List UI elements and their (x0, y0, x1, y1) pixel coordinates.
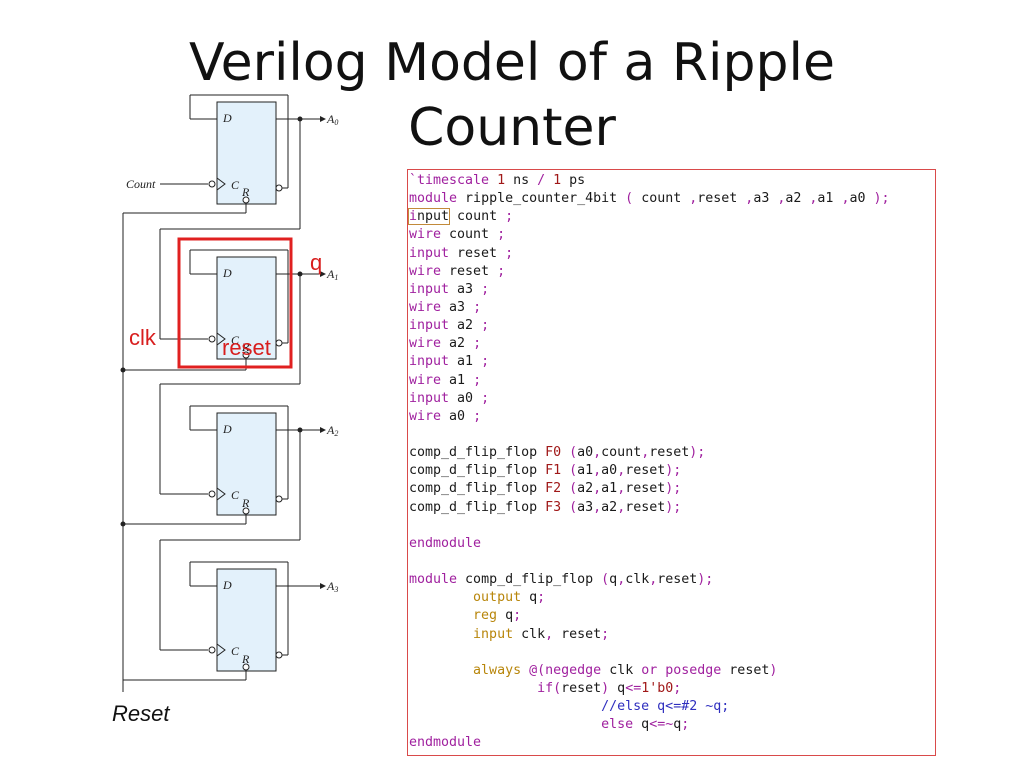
code-line: input count ; (407, 208, 514, 226)
code-line: comp_d_flip_flop F1 (a1,a0,reset); (409, 463, 682, 479)
code-line: input clk, reset; (473, 626, 610, 642)
ff1-d-label: D (222, 266, 232, 280)
ff1-r-label: R (241, 340, 250, 354)
title-line-2: Counter (408, 98, 616, 158)
code-line: endmodule (409, 535, 482, 551)
verilog-code: `timescale 1 ns / 1 ps module ripple_coun… (407, 172, 890, 753)
ff0-output-label: A0 (326, 112, 338, 127)
code-line: endmodule (409, 735, 482, 751)
code-line (409, 553, 890, 571)
flip-flop-0 (208, 101, 283, 205)
code-line: input a3 ; (409, 281, 490, 297)
ff1-output-label: A1 (326, 267, 338, 282)
ff0-c-label: C (231, 178, 240, 192)
code-line: reg q; (473, 608, 522, 624)
ff2-d-label: D (222, 422, 232, 436)
ff0-d-label: D (222, 111, 232, 125)
highlight-box (177, 237, 293, 369)
code-line: comp_d_flip_flop F2 (a2,a1,reset); (409, 481, 682, 497)
code-line: //else q<=#2 ~q; (601, 699, 730, 715)
code-line (409, 644, 890, 662)
reset-label: Reset (112, 701, 170, 726)
flip-flop-1 (208, 256, 283, 360)
code-line: output q; (473, 590, 546, 606)
ff3-d-label: D (222, 578, 232, 592)
code-line: wire a0 ; (409, 408, 482, 424)
flip-flop-2 (208, 412, 283, 516)
ff3-r-label: R (241, 652, 250, 666)
code-line: module ripple_counter_4bit ( count ,rese… (409, 191, 890, 207)
ff3-output-label: A3 (326, 579, 338, 594)
title-line-1: Verilog Model of a Ripple (189, 33, 835, 93)
code-line: wire a3 ; (409, 299, 482, 315)
ff2-r-label: R (241, 496, 250, 510)
annotation-q: q (310, 250, 323, 275)
ff2-output-label: A2 (326, 423, 338, 438)
code-line: always @(negedge clk or posedge reset) (473, 662, 778, 678)
code-line: input a0 ; (409, 390, 490, 406)
code-line: module comp_d_flip_flop (q,clk,reset); (409, 572, 714, 588)
code-line: input a2 ; (409, 318, 490, 334)
code-line: wire count ; (409, 227, 506, 243)
ff2-c-label: C (231, 488, 240, 502)
code-line: `timescale 1 ns / 1 ps (409, 173, 586, 188)
code-line: input reset ; (409, 245, 514, 261)
code-line: wire a1 ; (409, 372, 482, 388)
code-line (409, 517, 890, 535)
code-line: comp_d_flip_flop F0 (a0,count,reset); (409, 445, 706, 461)
code-line: wire reset ; (409, 263, 506, 279)
ff3-c-label: C (231, 644, 240, 658)
code-line: input a1 ; (409, 354, 490, 370)
ff0-r-label: R (241, 185, 250, 199)
code-line: if(reset) q<=1'b0; (537, 680, 682, 696)
annotation-reset: reset (222, 335, 271, 360)
code-line (409, 426, 890, 444)
annotation-clk: clk (129, 325, 156, 350)
code-line: wire a2 ; (409, 336, 482, 352)
ff1-c-label: C (231, 333, 240, 347)
code-line: comp_d_flip_flop F3 (a3,a2,reset); (409, 499, 682, 515)
code-panel (407, 169, 936, 756)
code-line: else q<=~q; (601, 717, 690, 733)
count-label: Count (126, 177, 156, 191)
flip-flop-3 (208, 568, 283, 672)
